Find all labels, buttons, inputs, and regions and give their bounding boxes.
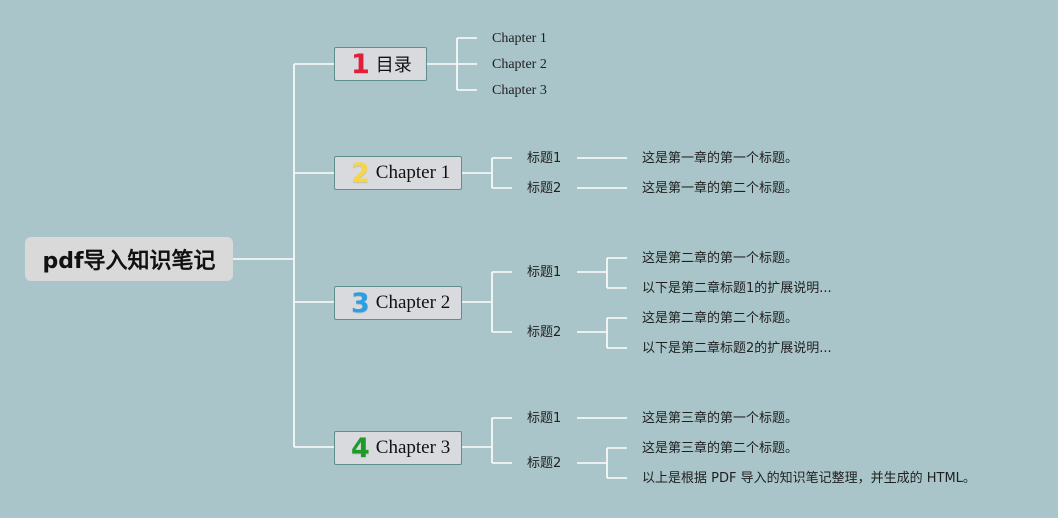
topic-label[interactable]: 标题2 [527,181,562,196]
topic-note[interactable]: 这是第二章的第二个标题。 [642,311,799,326]
number-two-badge: 2 [351,157,370,189]
toc-item[interactable]: Chapter 3 [492,83,547,98]
number-one-badge: 1 [351,48,370,80]
topic-label[interactable]: 标题1 [527,411,562,426]
topic-note[interactable]: 以上是根据 PDF 导入的知识笔记整理，并生成的 HTML。 [642,471,976,486]
branch-node-chapter-3[interactable]: 4 Chapter 3 [334,431,462,465]
topic-label[interactable]: 标题1 [527,151,562,166]
toc-item[interactable]: Chapter 1 [492,31,547,46]
topic-note[interactable]: 以下是第二章标题1的扩展说明... [642,281,832,296]
topic-label[interactable]: 标题2 [527,325,562,340]
topic-label[interactable]: 标题2 [527,456,562,471]
topic-note[interactable]: 这是第三章的第一个标题。 [642,411,799,426]
topic-note[interactable]: 这是第二章的第一个标题。 [642,251,799,266]
topic-note[interactable]: 这是第一章的第二个标题。 [642,181,799,196]
number-four-badge: 4 [351,432,370,464]
root-label: pdf导入知识笔记 [42,249,216,274]
branch-node-chapter-1[interactable]: 2 Chapter 1 [334,156,462,190]
toc-item[interactable]: Chapter 2 [492,57,547,72]
topic-note[interactable]: 这是第一章的第一个标题。 [642,151,799,166]
branch-label: Chapter 1 [375,162,451,183]
topic-note[interactable]: 这是第三章的第二个标题。 [642,441,799,456]
branch-node-chapter-2[interactable]: 3 Chapter 2 [334,286,462,320]
branch-label: Chapter 2 [375,292,451,313]
branch-label: 目录 [375,55,412,76]
branch-node-toc[interactable]: 1 目录 [334,47,427,81]
topic-label[interactable]: 标题1 [527,265,562,280]
root-node[interactable]: pdf导入知识笔记 [25,237,233,281]
number-three-badge: 3 [351,287,370,319]
topic-note[interactable]: 以下是第二章标题2的扩展说明... [642,341,832,356]
branch-label: Chapter 3 [375,437,451,458]
